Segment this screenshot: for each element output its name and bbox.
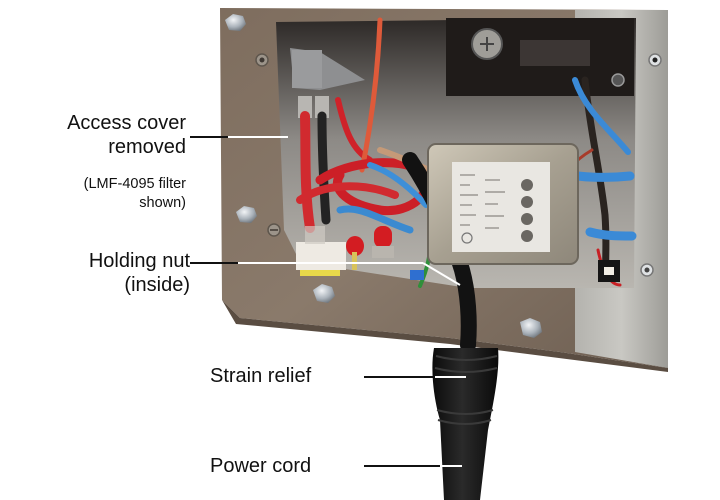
screws bbox=[225, 14, 662, 338]
screw-icon bbox=[648, 53, 662, 67]
callout-holding-nut-line2: (inside) bbox=[124, 273, 190, 296]
callout-access-cover: Access cover removed bbox=[30, 112, 186, 159]
strain-relief-and-cord bbox=[432, 348, 499, 500]
callout-filter-note-line1: (LMF-4095 filter bbox=[83, 176, 186, 192]
screw-icon bbox=[313, 284, 335, 303]
terminal-parts bbox=[296, 226, 620, 282]
screw-icon bbox=[236, 206, 257, 223]
callout-filter-note: (LMF-4095 filter shown) bbox=[60, 175, 186, 213]
line-filter bbox=[427, 143, 579, 265]
screw-icon bbox=[520, 318, 542, 338]
leader-lines bbox=[190, 136, 466, 467]
callout-filter-note-line2: shown) bbox=[139, 194, 186, 211]
callout-holding-nut: Holding nut (inside) bbox=[40, 250, 190, 297]
screw-icon bbox=[225, 14, 246, 31]
screw-icon bbox=[255, 53, 269, 67]
callout-power-cord: Power cord bbox=[210, 455, 312, 477]
leader-holding-nut-diag bbox=[422, 262, 461, 286]
callout-access-cover-line1: Access cover bbox=[67, 112, 186, 134]
callout-access-cover-line2: removed bbox=[108, 135, 186, 158]
screw-icon bbox=[640, 263, 654, 277]
callout-strain-relief: Strain relief bbox=[210, 365, 312, 387]
screw-icon bbox=[267, 223, 281, 237]
callout-holding-nut-line1: Holding nut bbox=[88, 250, 190, 272]
